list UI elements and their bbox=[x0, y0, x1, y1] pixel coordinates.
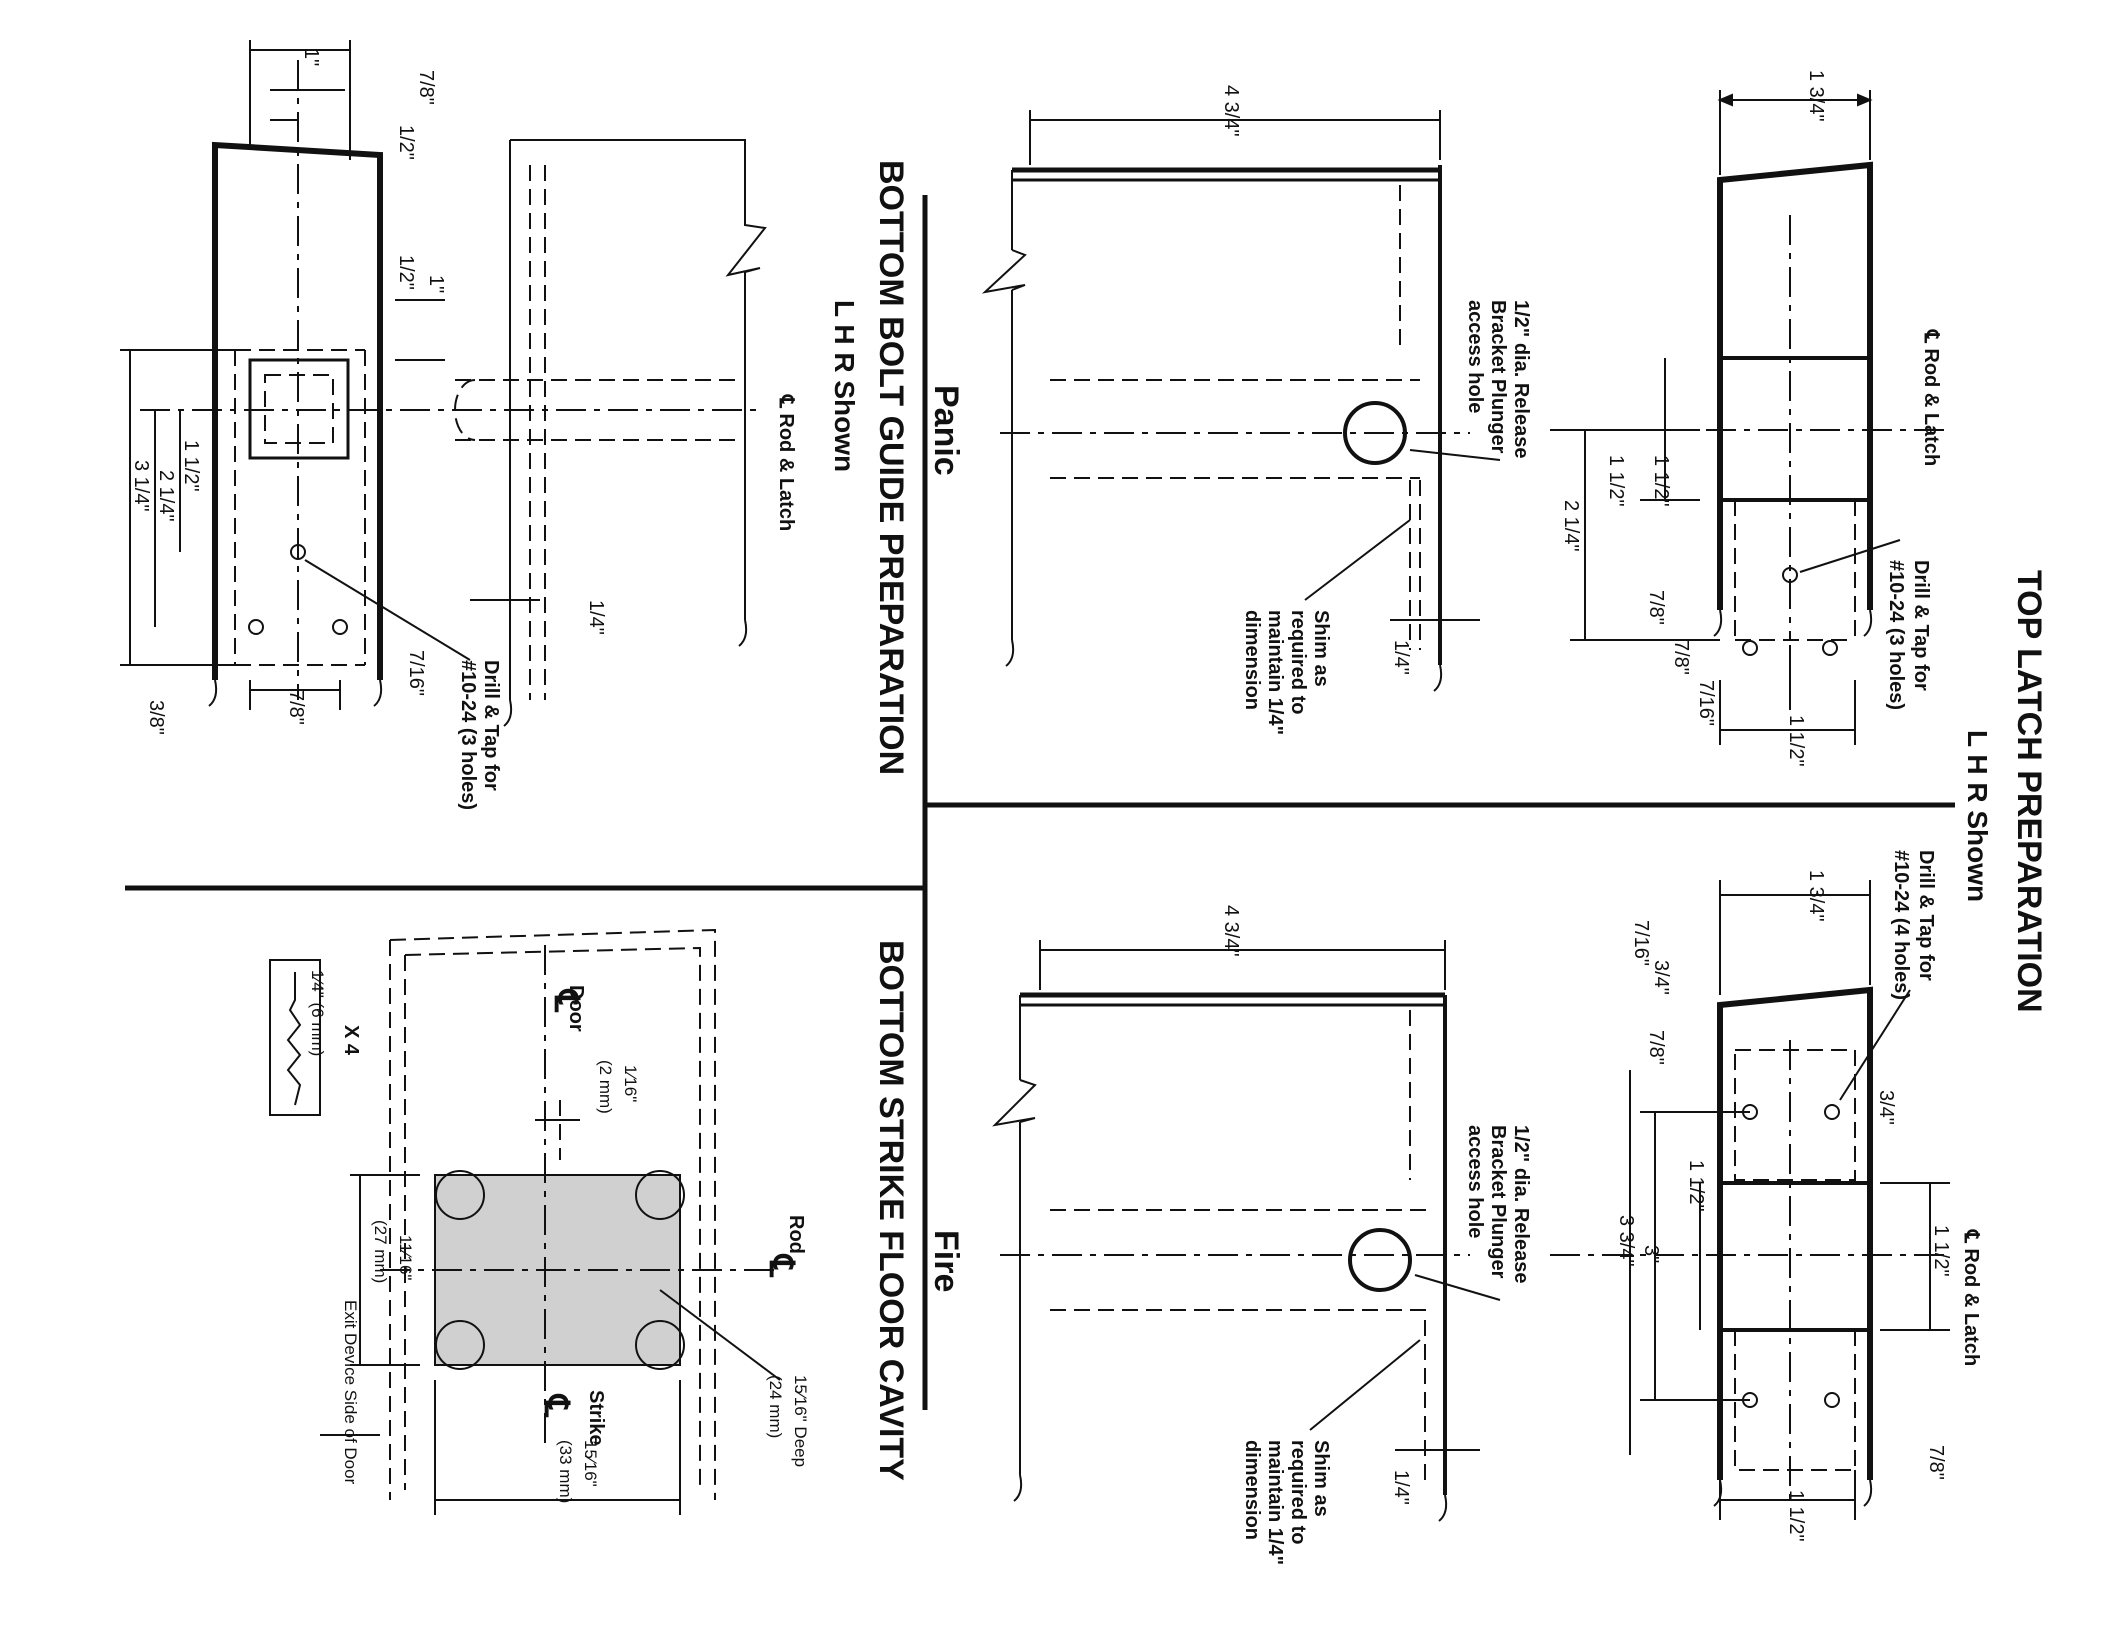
svg-text:(24 mm): (24 mm) bbox=[766, 1375, 785, 1438]
svg-text:1": 1" bbox=[425, 275, 447, 293]
svg-text:1/4": 1/4" bbox=[585, 600, 607, 635]
svg-text:1/2" dia. Release: 1/2" dia. Release bbox=[1510, 300, 1532, 458]
svg-text:4 3/4": 4 3/4" bbox=[1220, 85, 1242, 137]
svg-text:11⁄16": 11⁄16" bbox=[396, 1235, 415, 1280]
svg-text:Bracket Plunger: Bracket Plunger bbox=[1487, 1125, 1509, 1279]
svg-text:7/8": 7/8" bbox=[285, 690, 307, 725]
bottom-strike-view: Door ℄ Rod ℄ Strike ℄ 1⁄16" (2 mm) 11⁄16… bbox=[269, 928, 810, 1515]
svg-text:BOTTOM BOLT GUIDE PREPARATION: BOTTOM BOLT GUIDE PREPARATION bbox=[872, 160, 910, 775]
svg-text:1 3/4": 1 3/4" bbox=[1805, 70, 1827, 122]
svg-text:1/2" dia. Release: 1/2" dia. Release bbox=[1510, 1125, 1532, 1283]
svg-text:7/16": 7/16" bbox=[405, 650, 427, 696]
svg-text:℄: ℄ bbox=[547, 988, 585, 1013]
svg-text:(33 mm): (33 mm) bbox=[556, 1440, 575, 1503]
svg-text:7/16": 7/16" bbox=[1695, 680, 1717, 726]
svg-text:Exit Device Side of Door: Exit Device Side of Door bbox=[341, 1300, 360, 1485]
svg-text:1/4": 1/4" bbox=[1390, 1470, 1412, 1505]
svg-text:Shim as: Shim as bbox=[1310, 610, 1332, 687]
svg-text:#10-24 (3 holes): #10-24 (3 holes) bbox=[1885, 560, 1907, 710]
svg-text:1 1/2": 1 1/2" bbox=[1930, 1225, 1952, 1277]
svg-text:15⁄16": 15⁄16" bbox=[581, 1440, 600, 1487]
svg-text:#10-24 (3 holes): #10-24 (3 holes) bbox=[457, 660, 479, 810]
svg-text:required to: required to bbox=[1287, 1440, 1309, 1544]
bottom-bolt-title: BOTTOM BOLT GUIDE PREPARATION L H R Show… bbox=[829, 160, 910, 775]
svg-text:1 1/2": 1 1/2" bbox=[1785, 715, 1807, 767]
svg-text:dimension: dimension bbox=[1241, 610, 1263, 710]
svg-text:1 1/2": 1 1/2" bbox=[1650, 455, 1672, 507]
svg-text:Bracket Plunger: Bracket Plunger bbox=[1487, 300, 1509, 454]
svg-text:℄ Rod & Latch: ℄ Rod & Latch bbox=[1960, 1229, 1982, 1366]
svg-text:X 4: X 4 bbox=[340, 1025, 362, 1056]
svg-text:3 3/4": 3 3/4" bbox=[1615, 1215, 1637, 1267]
svg-text:1/4": 1/4" bbox=[1390, 640, 1412, 675]
svg-text:3/4": 3/4" bbox=[1875, 1090, 1897, 1125]
svg-text:maintain 1/4": maintain 1/4" bbox=[1264, 1440, 1286, 1565]
svg-text:BOTTOM STRIKE FLOOR CAVITY: BOTTOM STRIKE FLOOR CAVITY bbox=[872, 940, 910, 1481]
svg-text:15⁄16" Deep: 15⁄16" Deep bbox=[791, 1375, 810, 1467]
svg-text:3/4": 3/4" bbox=[1650, 960, 1672, 995]
svg-text:1 1/2": 1 1/2" bbox=[1685, 1160, 1707, 1212]
bottom-strike-title: BOTTOM STRIKE FLOOR CAVITY bbox=[872, 940, 910, 1481]
svg-text:3 1/4": 3 1/4" bbox=[130, 460, 152, 512]
fire-label: Fire bbox=[927, 1230, 965, 1292]
svg-text:7/8": 7/8" bbox=[1645, 1030, 1667, 1065]
svg-text:℄: ℄ bbox=[537, 1393, 575, 1418]
svg-text:Shim as: Shim as bbox=[1310, 1440, 1332, 1517]
svg-text:4 3/4": 4 3/4" bbox=[1220, 905, 1242, 957]
svg-text:7/8": 7/8" bbox=[1670, 640, 1692, 675]
svg-text:Rod: Rod bbox=[785, 1215, 807, 1254]
svg-text:required to: required to bbox=[1287, 610, 1309, 714]
svg-text:L H R Shown: L H R Shown bbox=[1962, 730, 1993, 902]
svg-text:(2 mm): (2 mm) bbox=[596, 1060, 615, 1114]
svg-text:Drill & Tap for: Drill & Tap for bbox=[1915, 850, 1937, 981]
svg-text:2 1/4": 2 1/4" bbox=[1560, 500, 1582, 552]
svg-text:3/8": 3/8" bbox=[145, 700, 167, 735]
svg-text:1/2": 1/2" bbox=[395, 255, 417, 290]
svg-text:L H R Shown: L H R Shown bbox=[829, 300, 860, 472]
svg-text:(27 mm): (27 mm) bbox=[371, 1220, 390, 1283]
section-dividers bbox=[125, 195, 1955, 1410]
svg-text:2 1/4": 2 1/4" bbox=[155, 470, 177, 522]
svg-text:maintain 1/4": maintain 1/4" bbox=[1264, 610, 1286, 735]
svg-text:7/16": 7/16" bbox=[1630, 920, 1652, 966]
svg-text:7/8": 7/8" bbox=[1925, 1445, 1947, 1480]
svg-text:1⁄4" (6 mm): 1⁄4" (6 mm) bbox=[308, 970, 327, 1056]
svg-text:1 1/2": 1 1/2" bbox=[1605, 455, 1627, 507]
fire-side-view: 4 3/4" 1/2" dia. Release Bracket Plunger… bbox=[992, 905, 1532, 1565]
panic-side-view: 4 3/4" 1/2" dia. Release Bracket Plunger… bbox=[981, 85, 1532, 735]
svg-text:℄: ℄ bbox=[762, 1253, 800, 1278]
svg-text:℄ Rod & Latch: ℄ Rod & Latch bbox=[1920, 329, 1942, 466]
svg-text:Door: Door bbox=[565, 985, 587, 1032]
svg-text:7/8": 7/8" bbox=[1645, 590, 1667, 625]
svg-text:access hole: access hole bbox=[1464, 300, 1486, 413]
svg-text:7/8": 7/8" bbox=[415, 70, 437, 105]
svg-text:#10-24 (4 holes): #10-24 (4 holes) bbox=[1890, 850, 1912, 1000]
svg-text:1": 1" bbox=[300, 48, 322, 66]
svg-text:1 1/2": 1 1/2" bbox=[180, 440, 202, 492]
bottom-bolt-guide-view: 1" 7/8" 1/2" 1" 1/2" 1 1/2" 2 1/4" 3 1/4… bbox=[120, 40, 797, 810]
svg-text:1/2": 1/2" bbox=[395, 125, 417, 160]
svg-text:access hole: access hole bbox=[1464, 1125, 1486, 1238]
svg-text:℄ Rod & Latch: ℄ Rod & Latch bbox=[775, 394, 797, 531]
svg-text:Strike: Strike bbox=[585, 1390, 607, 1446]
svg-text:1 3/4": 1 3/4" bbox=[1805, 870, 1827, 922]
top-latch-fire-view: 1 3/4" 3/4" 7/16" 7/8" 3/4" 1 1/2" 3" 1 … bbox=[1550, 850, 1982, 1542]
top-latch-panic-view: 1 3/4" 1 1/2" 1 1/2" 2 1/4" 7/8" 7/8" 7/… bbox=[1550, 70, 1950, 767]
svg-text:TOP LATCH PREPARATION: TOP LATCH PREPARATION bbox=[2010, 570, 2048, 1013]
svg-text:3": 3" bbox=[1640, 1245, 1662, 1263]
top-latch-title: TOP LATCH PREPARATION L H R Shown bbox=[1962, 570, 2048, 1013]
panic-label: Panic bbox=[927, 385, 965, 476]
svg-text:Drill & Tap for: Drill & Tap for bbox=[480, 660, 502, 791]
svg-text:1 1/2": 1 1/2" bbox=[1785, 1490, 1807, 1542]
svg-text:1⁄16": 1⁄16" bbox=[621, 1065, 640, 1102]
svg-text:dimension: dimension bbox=[1241, 1440, 1263, 1540]
svg-text:Drill & Tap for: Drill & Tap for bbox=[1910, 560, 1932, 691]
